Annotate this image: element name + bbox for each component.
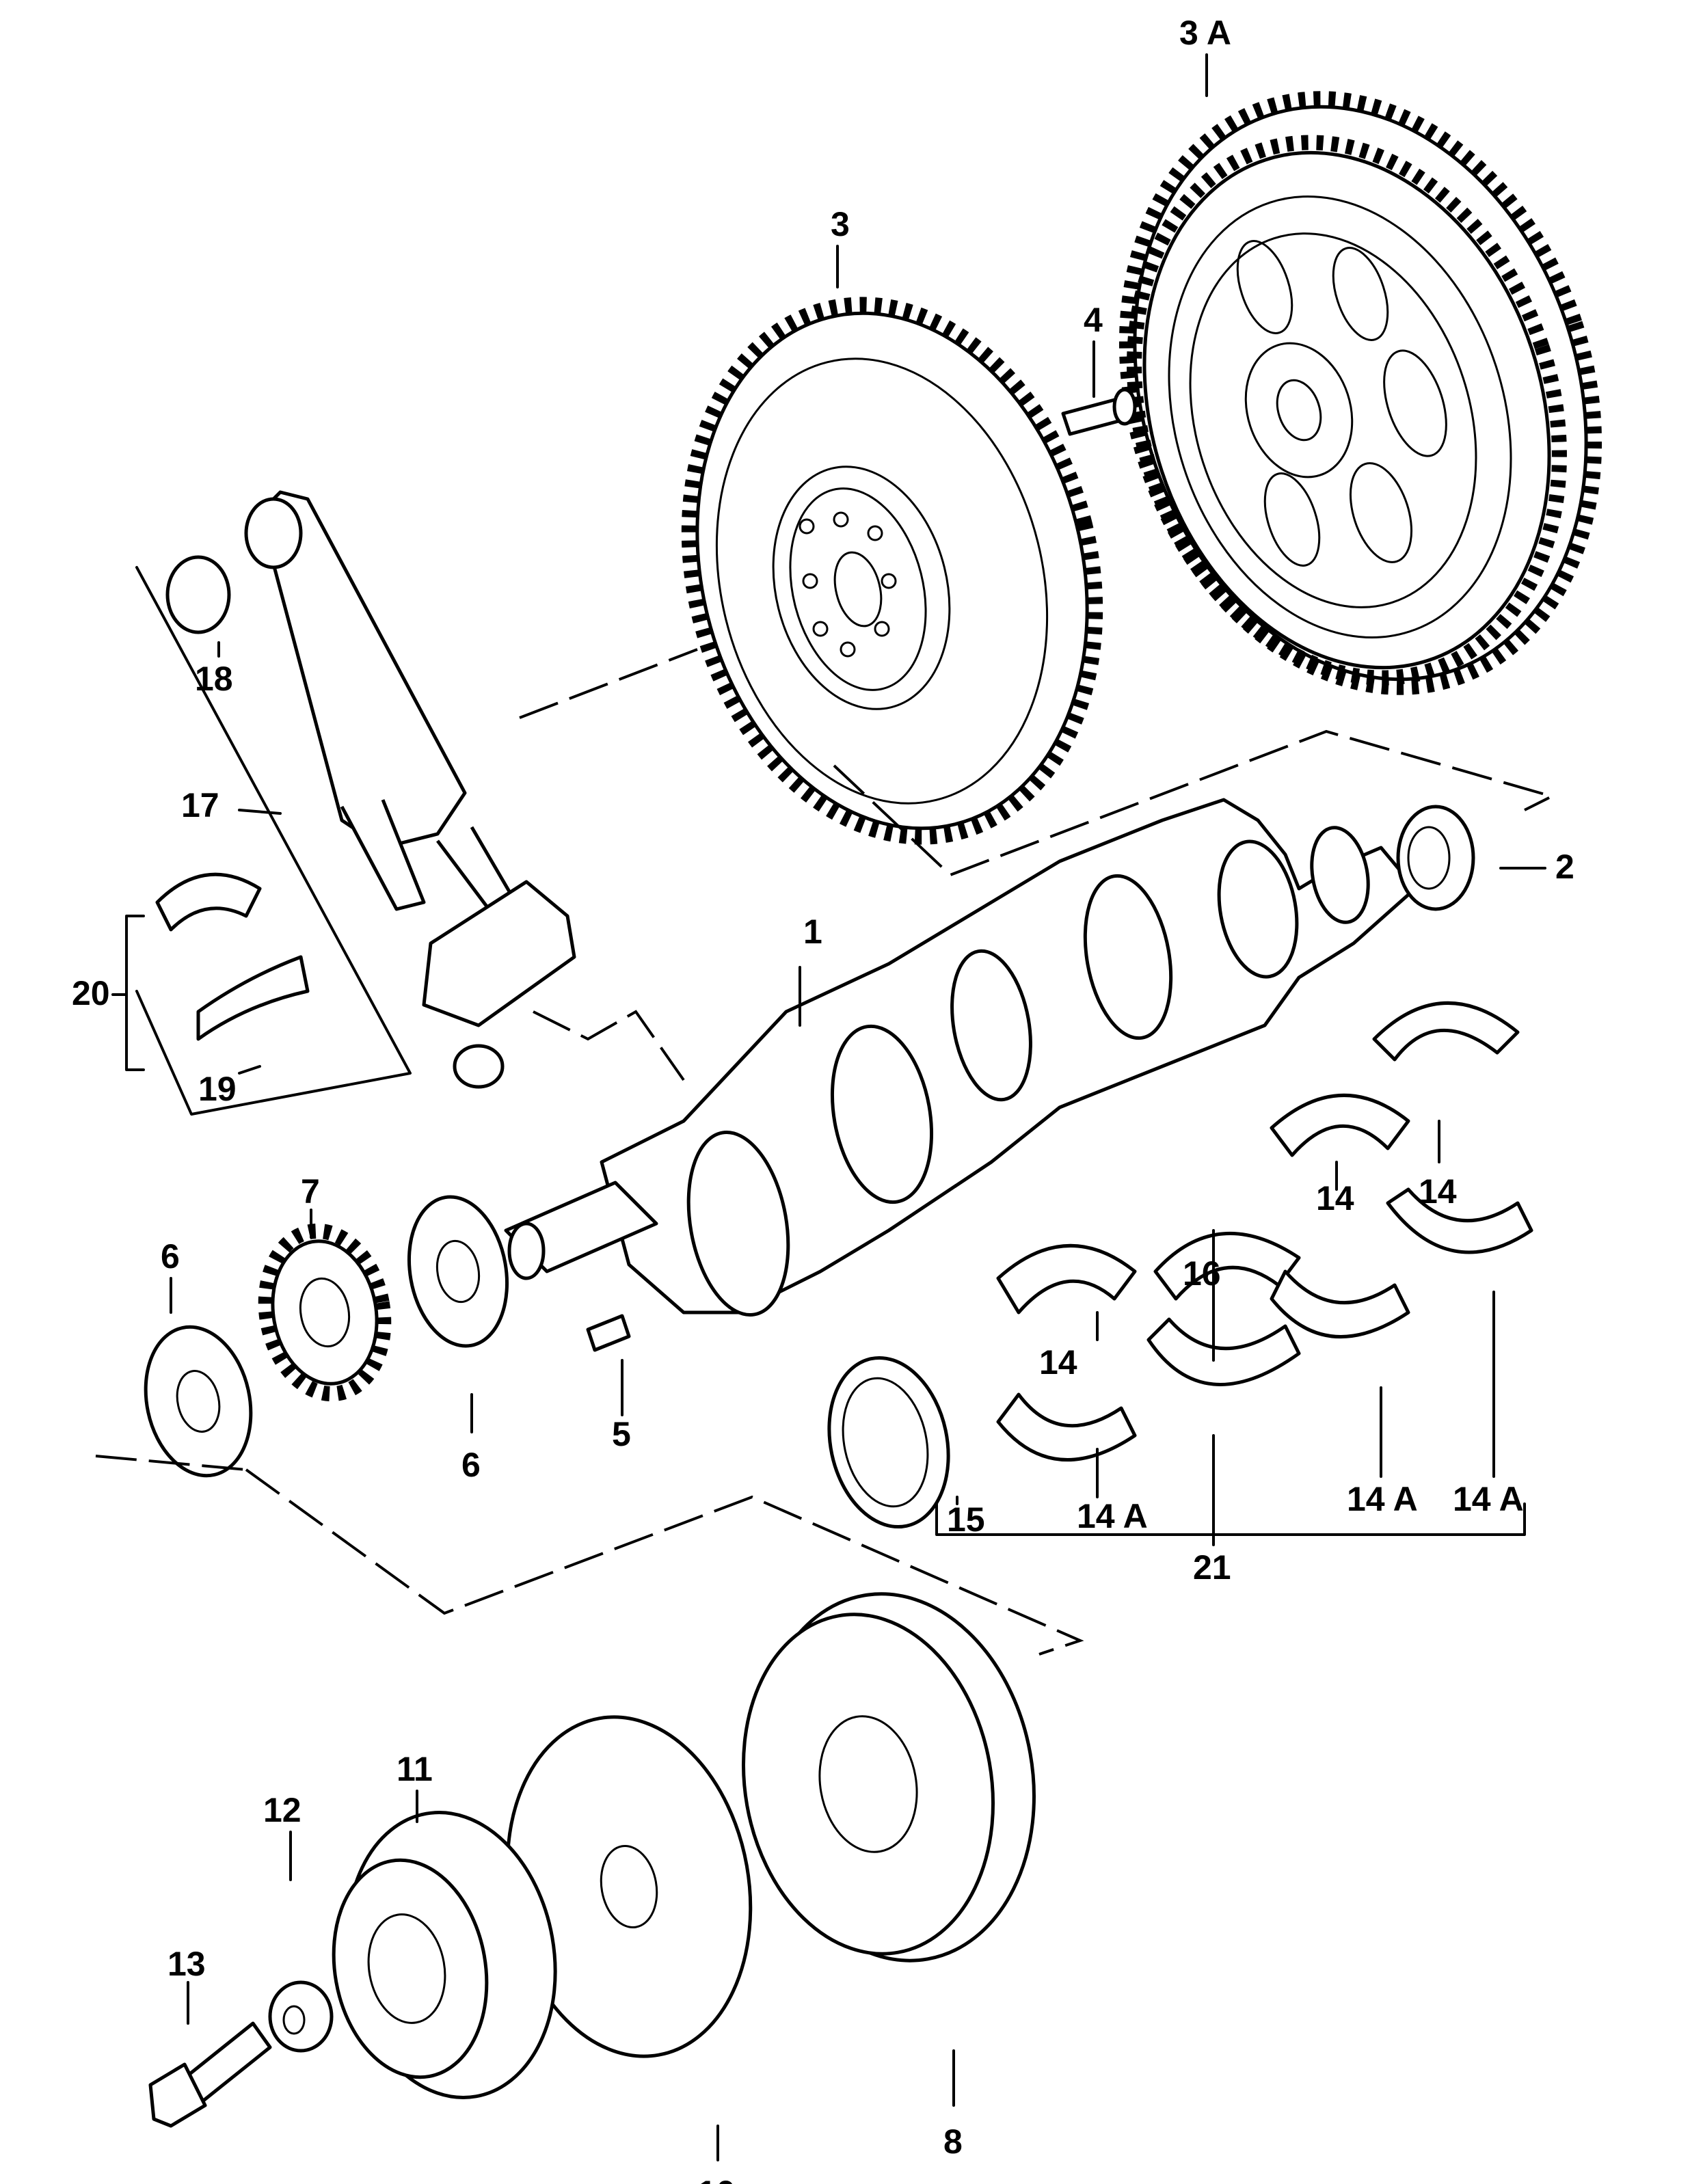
bolt-4-drawing — [1061, 388, 1137, 436]
label-bolt-4: 4 — [1084, 301, 1103, 339]
label-shell-14a-c: 14 A — [1453, 1480, 1524, 1518]
label-seal-15: 15 — [947, 1500, 985, 1539]
label-shells-20: 20 — [72, 974, 110, 1012]
leader-lines — [170, 53, 1546, 2161]
label-pulley-10: 10 — [697, 2174, 736, 2184]
label-set-21: 21 — [1193, 1548, 1231, 1587]
label-washer-12: 12 — [263, 1791, 301, 1829]
front-guide-dashes — [95, 1455, 1084, 1656]
label-washer-6-left: 6 — [161, 1237, 180, 1276]
label-sprocket-7: 7 — [301, 1172, 320, 1211]
main-shells-drawing — [827, 1001, 1533, 1536]
label-pulley-8: 8 — [943, 2122, 963, 2161]
crankshaft-drawing — [504, 798, 1417, 1317]
conrod-17-drawing — [135, 490, 685, 1116]
pulleys-drawing — [148, 1592, 1036, 2128]
label-bush-18: 18 — [195, 660, 233, 698]
label-crankshaft: 1 — [803, 913, 822, 951]
label-shell-14a-b: 14 A — [1347, 1480, 1418, 1518]
label-shell-14-b: 14 — [1316, 1179, 1354, 1217]
label-bolt-13: 13 — [167, 1945, 206, 1983]
label-shell-14a-a: 14 A — [1077, 1497, 1148, 1535]
flywheel-3-drawing — [681, 297, 1103, 845]
label-shell-14-c: 14 — [1039, 1343, 1077, 1381]
flywheel-3a-drawing — [1118, 91, 1602, 695]
label-nut-19: 19 — [198, 1070, 237, 1108]
label-washer-6-right: 6 — [461, 1446, 481, 1484]
bearing-2-drawing — [1396, 805, 1475, 911]
label-key-5: 5 — [612, 1415, 631, 1453]
label-pulley-11: 11 — [397, 1750, 433, 1788]
shells-20-drawing — [111, 872, 310, 1071]
label-bearing-2: 2 — [1555, 848, 1574, 886]
label-thrust-16: 16 — [1183, 1254, 1221, 1293]
flywheel-guide-dashes — [519, 648, 1556, 877]
label-flywheel-alt: 3 A — [1179, 14, 1231, 52]
label-shell-14-a: 14 — [1419, 1172, 1457, 1211]
part-labels: 1 2 3 3 A 4 5 6 6 7 8 10 11 12 13 14 14 … — [72, 14, 1574, 2184]
label-flywheel: 3 — [831, 205, 850, 243]
label-conrod-17: 17 — [181, 786, 219, 824]
